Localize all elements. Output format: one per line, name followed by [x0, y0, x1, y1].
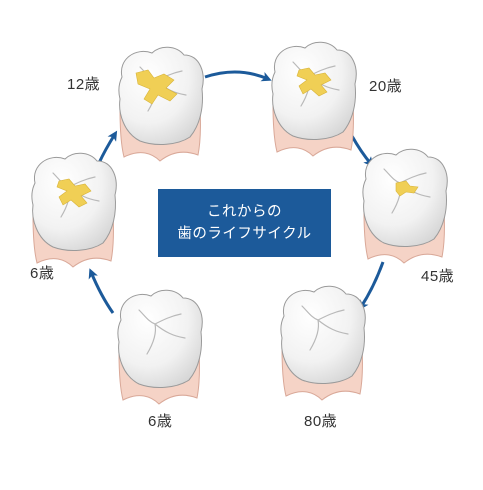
- tooth-fissures: [138, 309, 186, 355]
- filling: [135, 69, 178, 105]
- age-label-6-left: 6歳: [30, 265, 55, 282]
- tooth-6-years-left: [31, 152, 117, 268]
- title-line-1: これからの: [207, 204, 282, 220]
- tooth-12-years: [118, 46, 204, 162]
- lifecycle-title-box: これからの 歯のライフサイクル: [158, 189, 331, 257]
- filling: [296, 67, 332, 97]
- arrow-6-to-12: [97, 130, 118, 164]
- tooth-crown: [117, 289, 203, 388]
- tooth-6-years-bottom: [117, 289, 203, 405]
- tooth-45-years: [362, 148, 448, 264]
- age-label-6-bottom: 6歳: [148, 413, 173, 430]
- tooth-crown: [362, 148, 448, 247]
- tooth-20-years: [271, 41, 357, 157]
- age-label-20: 20歳: [369, 78, 403, 95]
- age-label-80: 80歳: [304, 413, 338, 430]
- tooth-fissures: [301, 305, 349, 351]
- tooth-crown: [280, 285, 366, 384]
- arrow-20-to-45: [350, 135, 374, 168]
- filling: [395, 180, 419, 197]
- arrow-6-to-6: [88, 268, 115, 314]
- age-label-45: 45歳: [421, 268, 455, 285]
- filling: [56, 178, 92, 208]
- age-label-12: 12歳: [67, 76, 101, 93]
- title-line-2: 歯のライフサイクル: [177, 226, 312, 242]
- arrow-45-to-80: [358, 261, 385, 311]
- tooth-80-years: [280, 285, 366, 401]
- arrow-12-to-20: [204, 70, 272, 82]
- tooth-fissures: [383, 168, 431, 214]
